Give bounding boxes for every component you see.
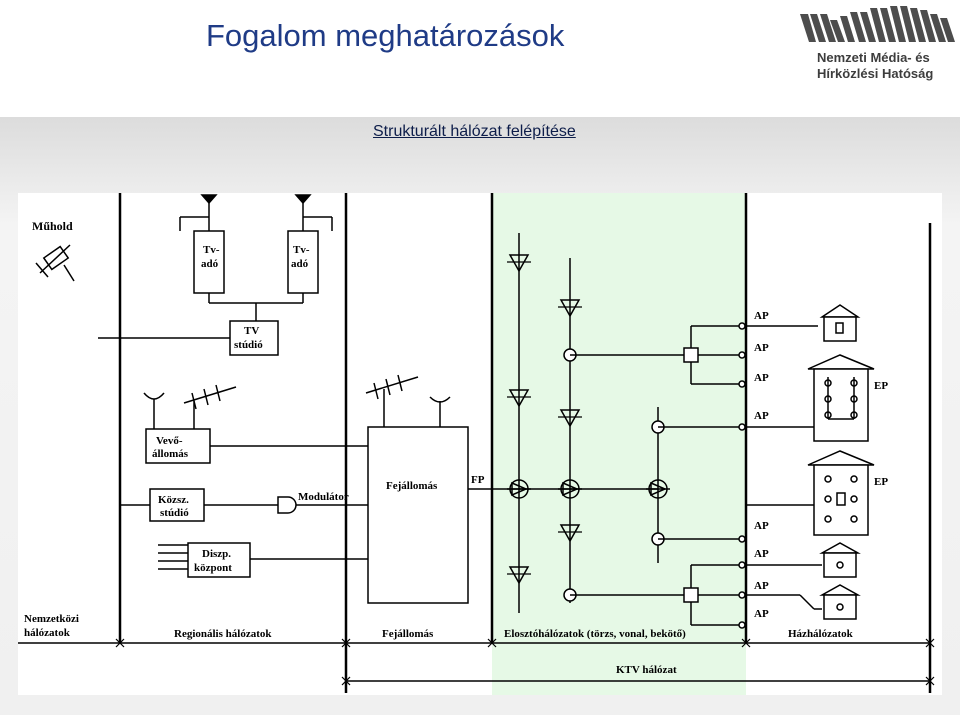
ap-label-4: AP bbox=[754, 410, 769, 422]
splitter-1 bbox=[683, 347, 699, 363]
headend-box bbox=[367, 426, 469, 604]
house-ep-1-icon bbox=[807, 354, 875, 442]
receiver-antennas-icon bbox=[143, 384, 237, 429]
tv-transmitter-2-line2: adó bbox=[291, 258, 309, 270]
regional-sources bbox=[120, 384, 368, 578]
satellite-label: Műhold bbox=[32, 219, 73, 233]
ktv-zone-highlight bbox=[492, 193, 746, 695]
tv-studio-line2: stúdió bbox=[234, 339, 263, 351]
public-studio-box bbox=[149, 488, 205, 522]
receiver-station-line1: Vevő- bbox=[156, 435, 183, 447]
bottom-regional-label: Regionális hálózatok bbox=[174, 628, 272, 640]
splitter-2 bbox=[683, 587, 699, 603]
ep-label-1: EP bbox=[874, 380, 888, 392]
dispatch-center-box bbox=[187, 542, 251, 578]
dispatch-lines bbox=[158, 544, 188, 570]
tv-transmitter-2 bbox=[287, 194, 333, 303]
headend-group bbox=[365, 374, 492, 604]
diagram-subtitle: Strukturált hálózat felépítése bbox=[373, 123, 576, 140]
house-3-icon bbox=[819, 584, 861, 620]
tv-transmitter-1-line2: adó bbox=[201, 258, 219, 270]
satellite-group: Műhold bbox=[32, 219, 75, 282]
tv-transmitters bbox=[98, 194, 333, 356]
bottom-scale bbox=[18, 638, 935, 686]
distribution-network bbox=[492, 233, 740, 626]
home-networks: EP EP bbox=[746, 304, 888, 620]
receiver-station-line2: állomás bbox=[152, 448, 189, 460]
tv-transmitter-2-line1: Tv- bbox=[293, 244, 310, 256]
ap-label-6: AP bbox=[754, 548, 769, 560]
organization-logo: Nemzeti Média- és Hírközlési Hatóság bbox=[800, 4, 956, 86]
ap-label-7: AP bbox=[754, 580, 769, 592]
bottom-ktv-label: KTV hálózat bbox=[616, 664, 677, 676]
bottom-international-line1: Nemzetközi bbox=[24, 613, 79, 625]
network-structure-diagram: Műhold Tv- adó Tv- a bbox=[18, 193, 942, 695]
logo-line-2: Hírközlési Hatóság bbox=[817, 66, 934, 81]
headend-antennas-icon bbox=[365, 374, 451, 427]
tv-studio-line1: TV bbox=[244, 325, 259, 337]
headend-label: Fejállomás bbox=[386, 480, 438, 492]
logo-line-1: Nemzeti Média- és bbox=[817, 50, 930, 65]
house-2-icon bbox=[819, 542, 861, 578]
satellite-icon bbox=[35, 244, 75, 282]
modulator-icon bbox=[277, 496, 297, 514]
receiver-station-box bbox=[145, 428, 211, 464]
bottom-home-label: Házhálózatok bbox=[788, 628, 854, 640]
dispatch-center-line2: központ bbox=[194, 562, 232, 574]
tv-transmitter-1-line1: Tv- bbox=[203, 244, 220, 256]
ap-label-5: AP bbox=[754, 520, 769, 532]
ap-label-2: AP bbox=[754, 342, 769, 354]
house-ep-2-icon bbox=[807, 450, 875, 536]
section-dividers bbox=[118, 193, 932, 693]
bottom-headend-label: Fejállomás bbox=[382, 628, 434, 640]
public-studio-line2: stúdió bbox=[160, 507, 189, 519]
tv-studio-box bbox=[229, 320, 279, 356]
nmhh-wave-logo-icon bbox=[800, 6, 955, 42]
ap-label-1: AP bbox=[754, 310, 769, 322]
ap-label-8: AP bbox=[754, 608, 769, 620]
house-1-icon bbox=[819, 304, 861, 342]
fp-label: FP bbox=[471, 474, 485, 486]
bottom-distribution-label: Elosztóhálózatok (törzs, vonal, bekötő) bbox=[504, 628, 686, 640]
public-studio-line1: Közsz. bbox=[158, 494, 189, 506]
ap-label-3: AP bbox=[754, 372, 769, 384]
access-points: AP AP AP AP AP AP AP AP bbox=[738, 310, 769, 629]
modulator-label: Modulátor bbox=[298, 491, 349, 503]
tv-transmitter-1 bbox=[179, 194, 225, 303]
bottom-international-line2: hálózatok bbox=[24, 627, 71, 639]
dispatch-center-line1: Diszp. bbox=[202, 548, 231, 560]
page-title: Fogalom meghatározások bbox=[206, 18, 565, 53]
ep-label-2: EP bbox=[874, 476, 888, 488]
